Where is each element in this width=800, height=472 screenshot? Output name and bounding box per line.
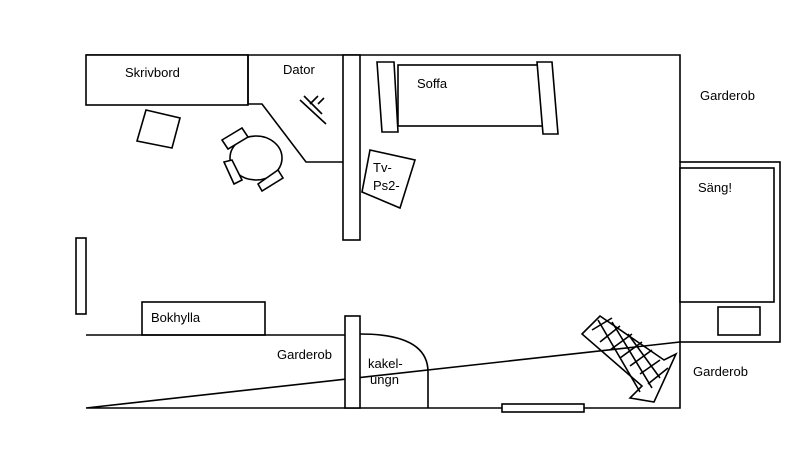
table-chair-left [222,159,244,186]
divider-wall [342,54,361,241]
bottom-window [501,403,585,413]
tv-stand [361,149,417,210]
outer-wall [85,54,681,409]
computer-desk [247,55,343,163]
garderob-bottom-left-label: Garderob [277,347,332,362]
table-chair-right [256,168,285,193]
stairs [580,314,678,403]
sang-label: Säng! [698,180,732,195]
kakelugn-label-1: kakel- [368,356,403,371]
round-table [229,135,283,181]
bed-mattress [679,167,775,303]
bokhylla-label: Bokhylla [151,310,201,325]
skrivbord-label: Skrivbord [125,65,180,80]
garderob-bottom-right-label: Garderob [693,364,748,379]
kakelugn-label-2: ungn [370,372,399,387]
soffa-label: Soffa [417,76,448,91]
table-chair-top [220,126,250,151]
computer-icon [299,95,327,125]
desk-chair [135,109,181,149]
sofa-arm-left [376,61,399,133]
left-window [75,237,87,315]
sofa-arm-right [536,61,559,135]
garderob-top-right-label: Garderob [700,88,755,103]
ps2-label: Ps2- [373,178,400,193]
tiled-stove [359,333,429,408]
sofa-back [397,64,544,127]
desk [85,54,249,106]
dator-label: Dator [283,62,315,77]
lower-divider-wall [344,315,361,409]
tv-label: Tv- [373,160,392,175]
bed-pillow [717,306,761,336]
